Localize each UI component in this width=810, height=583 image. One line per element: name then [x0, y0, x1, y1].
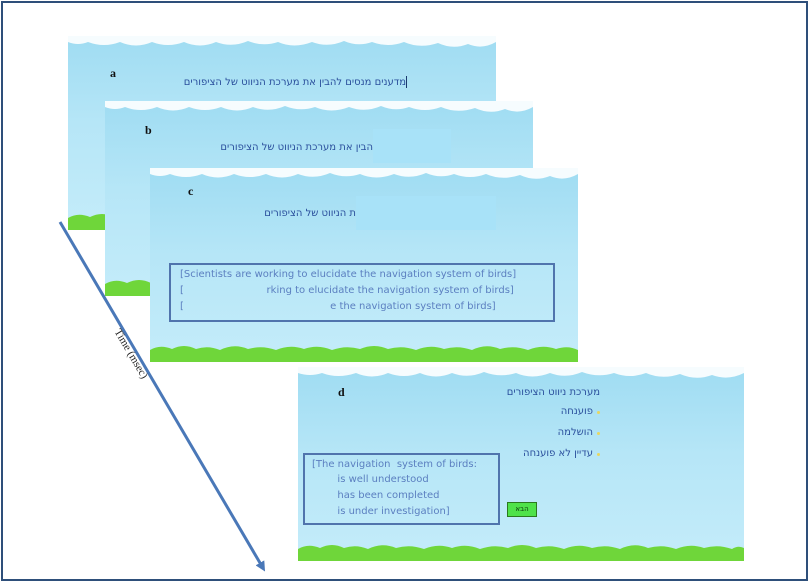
option-bullet — [597, 453, 600, 456]
translation-line: [ e the navigation system of birds] — [180, 301, 496, 312]
translation-line: is under investigation] — [312, 506, 450, 517]
masked-region — [373, 129, 451, 163]
clouds-decoration — [105, 101, 533, 112]
translation-box — [303, 453, 500, 525]
panel-label: c — [188, 184, 194, 198]
translation-line: [The navigation system of birds: — [312, 459, 477, 470]
panel-c: c ת הניווט של הציפורים [Scientists are w… — [150, 168, 578, 362]
option-bullet — [597, 432, 600, 435]
translation-line: has been completed — [312, 490, 440, 501]
hebrew-sentence: מדענים מנסים להבין את מערכת הניווט של הצ… — [183, 77, 406, 88]
answer-option[interactable]: עדיין לא פוענחה — [523, 448, 593, 459]
translation-box — [169, 263, 555, 322]
clouds-decoration — [68, 36, 496, 47]
translation-line: [ rking to elucidate the navigation syst… — [180, 285, 514, 296]
grass-decoration — [150, 346, 578, 362]
next-button[interactable]: הבא — [507, 502, 537, 517]
hebrew-sentence-partial: הבין את מערכת הניווט של הציפורים — [220, 142, 373, 153]
text-cursor — [406, 76, 407, 88]
option-bullet — [597, 411, 600, 414]
answer-option[interactable]: הושלמה — [557, 427, 593, 438]
answer-option[interactable]: פוענחה — [560, 406, 593, 417]
grass-decoration — [298, 545, 744, 561]
translation-line: [Scientists are working to elucidate the… — [180, 269, 517, 280]
hebrew-sentence-partial: ת הניווט של הציפורים — [264, 208, 356, 219]
clouds-decoration — [150, 168, 578, 179]
panel-label: d — [338, 385, 345, 399]
panel-label: b — [145, 123, 152, 137]
panel-d: d מערכת ניווט הציפורים פוענחה הושלמה עדי… — [298, 367, 744, 561]
panel-label: a — [110, 66, 116, 80]
clouds-decoration — [298, 367, 744, 378]
masked-region — [356, 196, 496, 230]
translation-line: is well understood — [312, 474, 429, 485]
question-text: מערכת ניווט הציפורים — [506, 387, 600, 398]
